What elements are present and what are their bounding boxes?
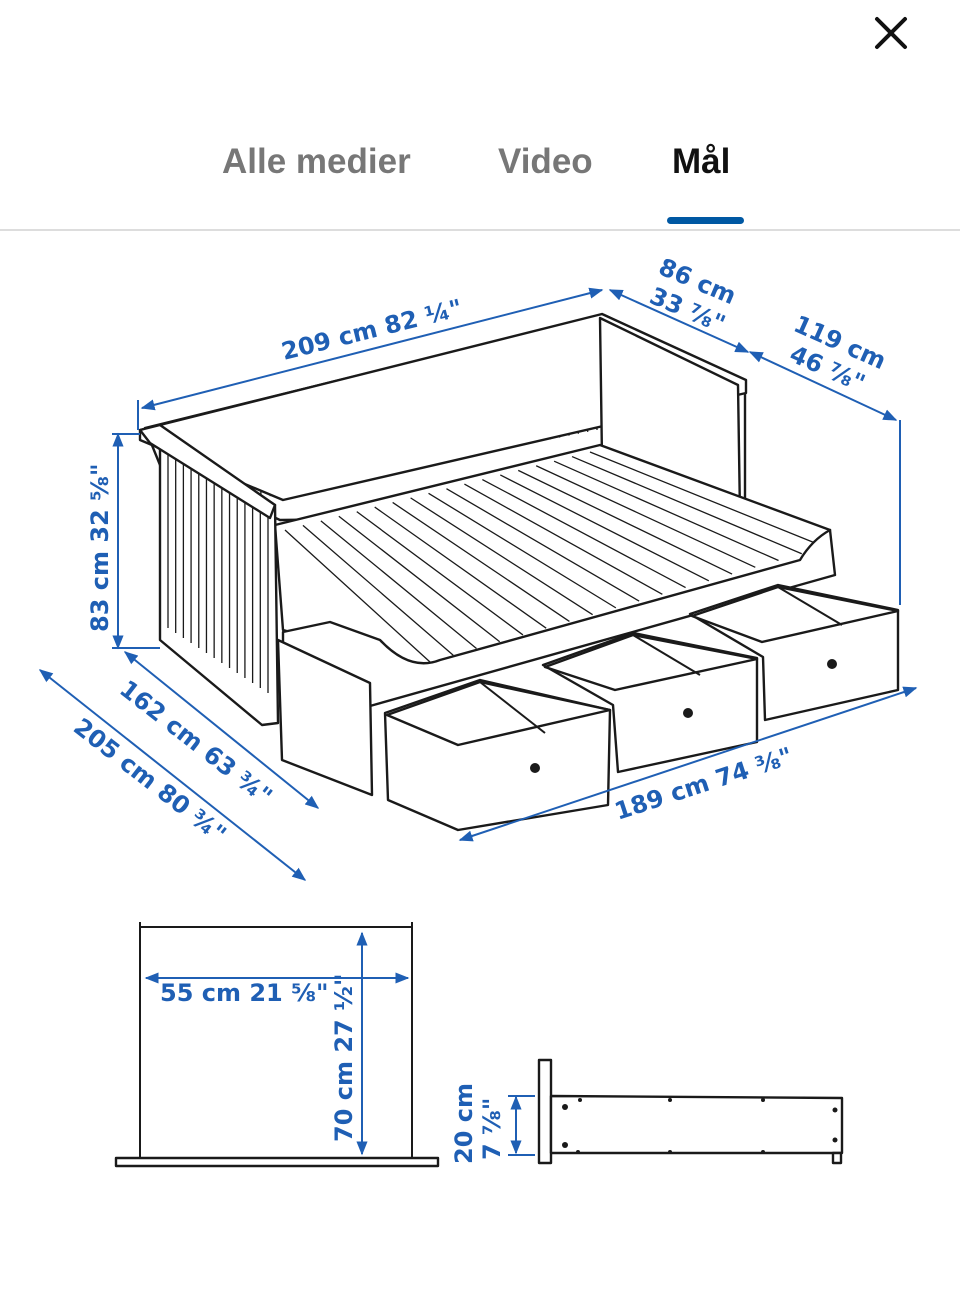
close-button[interactable]	[866, 8, 916, 58]
tabs-divider	[0, 229, 960, 231]
active-tab-indicator	[667, 217, 744, 224]
drawer-right	[688, 583, 900, 722]
close-icon	[875, 17, 907, 49]
dimension-lines	[38, 287, 918, 881]
drawer-left	[383, 678, 612, 832]
tab-video[interactable]: Video	[498, 142, 593, 181]
drawer-side-detail	[508, 1058, 844, 1165]
tab-dimensions[interactable]: Mål	[672, 142, 731, 181]
dim-detail-width: 55 cm 21 ⅝"	[160, 979, 328, 1007]
tab-all-media[interactable]: Alle medier	[222, 142, 411, 181]
dim-drawer-height-cm: 20 cm	[450, 1083, 478, 1164]
dimension-diagram: 209 cm 82 ¼" 86 cm 33 ⅞" 119 cm 46 ⅞" 83…	[38, 253, 918, 1168]
dim-drawer-height-in: 7 ⅞"	[478, 1098, 506, 1160]
dim-height: 83 cm 32 ⅝"	[86, 464, 114, 632]
dim-detail-height: 70 cm 27 ½"	[330, 974, 358, 1142]
end-panel-detail	[114, 922, 440, 1168]
media-tabs: Alle medier Video Mål	[0, 130, 960, 230]
